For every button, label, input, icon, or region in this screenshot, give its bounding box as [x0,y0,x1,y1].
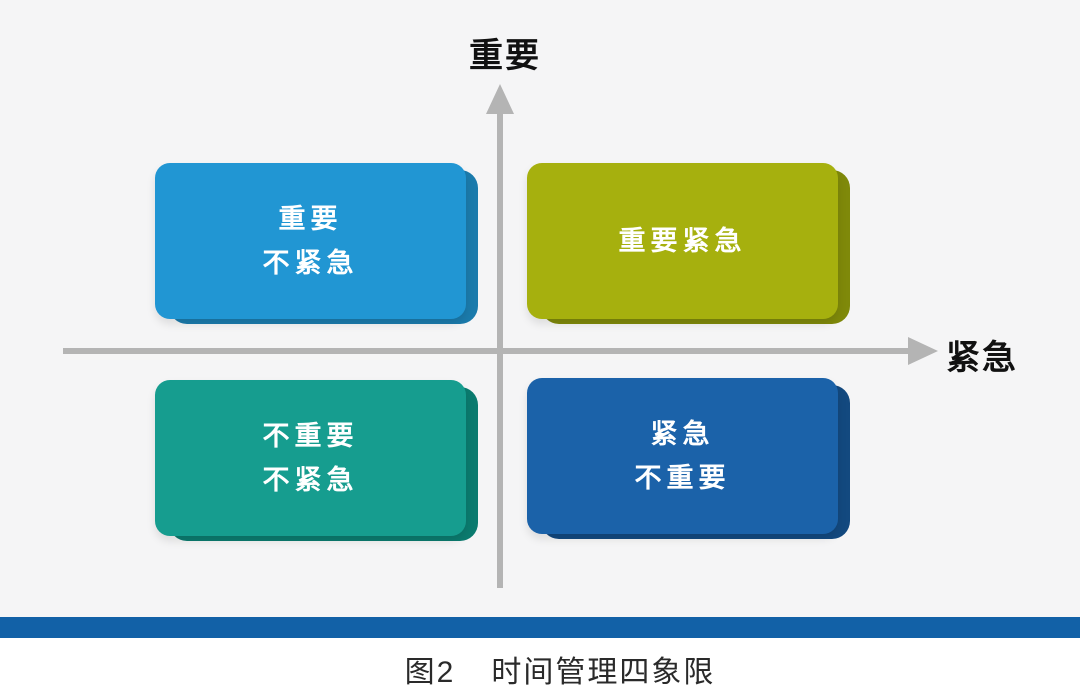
quadrant-label-line: 紧急 [650,419,715,449]
quadrant-label-line: 不重要 [262,421,359,451]
quadrant-diagram: 重要 紧急 重要 不紧急 重要紧急 不重要 不紧急 [63,37,1018,588]
quadrant-label-line: 重要 [278,204,343,234]
quadrant-label-line: 重要紧急 [618,226,747,256]
quadrant-label-line: 不重要 [634,463,731,493]
divider-bar [0,617,1080,638]
x-axis-line [63,348,908,354]
quadrant-face: 不重要 不紧急 [155,380,466,536]
quadrant-urgent-not-important: 紧急 不重要 [527,378,850,539]
quadrant-face: 重要紧急 [527,163,838,319]
y-axis-label: 重要 [469,37,541,75]
quadrant-not-important-not-urgent: 不重要 不紧急 [155,380,478,541]
quadrant-face: 紧急 不重要 [527,378,838,534]
quadrant-label-line: 不紧急 [262,248,359,278]
quadrant-important-not-urgent: 重要 不紧急 [155,163,478,324]
quadrant-important-urgent: 重要紧急 [527,163,850,324]
figure-title: 时间管理四象限 [491,655,716,689]
y-axis-arrow-up-icon [486,84,514,114]
figure-number-label: 图2 [404,655,456,689]
figure-caption: 图2 时间管理四象限 [0,638,1080,699]
quadrant-label-line: 不紧急 [262,465,359,495]
quadrant-face: 重要 不紧急 [155,163,466,319]
x-axis-arrow-right-icon [908,337,938,365]
x-axis-label: 紧急 [946,339,1018,377]
